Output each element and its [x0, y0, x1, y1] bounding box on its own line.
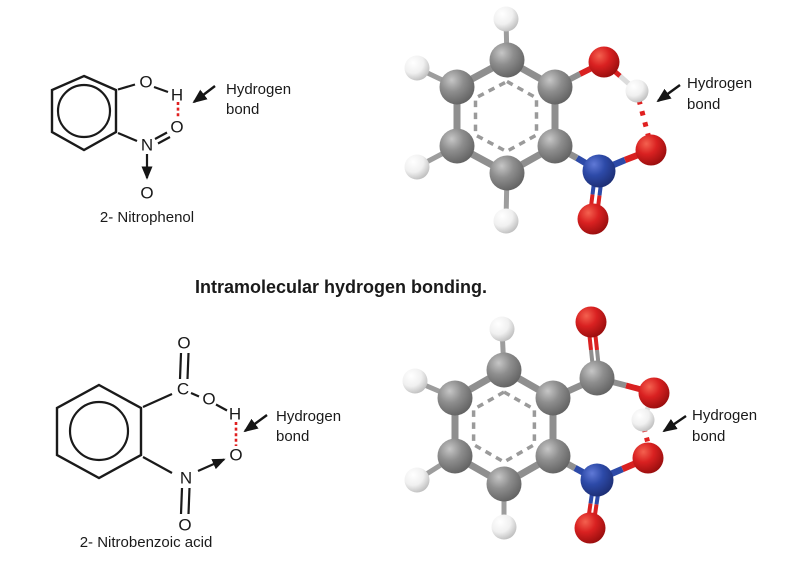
annotation-arrow — [192, 85, 216, 104]
ring-carbon-bond — [142, 392, 173, 409]
carbon-atom-sphere — [437, 438, 473, 474]
carbon-atom-sphere — [535, 380, 571, 416]
hydrogen-bond-label-line2: bond — [687, 96, 720, 113]
hydrogen-bond-label-line1: Hydrogen — [276, 408, 341, 425]
n-o-double-bond-line — [187, 487, 191, 515]
oxygen-hydrogen-bond — [153, 85, 169, 94]
ring-nitrogen-bond — [142, 456, 173, 474]
carbon-atom-sphere — [537, 128, 573, 164]
carbon-atom-sphere — [486, 466, 522, 502]
atom-label-carbon: C — [177, 380, 189, 399]
hydrogen-atom-sphere — [404, 467, 430, 493]
c-o-double-bond-line — [186, 352, 190, 380]
oxygen-atom-sphere — [632, 442, 664, 474]
carbon-atom-sphere — [486, 352, 522, 388]
hydrogen-atom-sphere — [493, 6, 519, 32]
hydrogen-atom-sphere — [631, 408, 655, 432]
atom-label-oxygen: O — [177, 334, 190, 353]
oxygen-atom-sphere — [638, 377, 670, 409]
n-o-double-bond-line — [179, 487, 184, 515]
ring-nitrogen-bond — [117, 131, 138, 143]
aromatic-dashed-ring — [473, 79, 539, 154]
oxygen-hydrogen-bond — [215, 403, 228, 412]
oxygen-atom-sphere — [588, 46, 620, 78]
annotation-arrow — [656, 84, 681, 103]
nitrobenzoic-acid-2d-structure: O C O H O N O 2- Nitrobenzoic acid — [55, 334, 243, 551]
hydrogen-atom-sphere — [625, 79, 649, 103]
oxygen-atom-sphere — [575, 306, 607, 338]
hydrogen-atom-sphere — [404, 154, 430, 180]
hydrogen-atom-sphere — [402, 368, 428, 394]
n-o-dative-arrow — [197, 458, 226, 473]
oxygen-atom-sphere — [577, 203, 609, 235]
benzene-ring-hexagon — [50, 74, 118, 152]
n-o-double-bond-line — [157, 136, 171, 145]
annotation-arrow — [662, 415, 687, 433]
hydrogen-atom-sphere — [404, 55, 430, 81]
hydrogen-bond-label-line1: Hydrogen — [687, 75, 752, 92]
atom-label-oxygen: O — [170, 118, 183, 137]
oxygen-atom-sphere — [635, 134, 667, 166]
molecule-name: 2- Nitrobenzoic acid — [80, 534, 213, 551]
atom-label-oxygen: O — [178, 516, 191, 535]
annotation-arrow — [243, 414, 268, 433]
hydrogen-bond-label-line1: Hydrogen — [226, 81, 291, 98]
hydrogen-bond-annotation: Hydrogen bond — [656, 75, 752, 113]
nitrophenol-2d-structure: O H O N O 2- Nitrophenol — [50, 73, 194, 226]
carbon-atom-sphere — [537, 69, 573, 105]
atom-label-oxygen: O — [140, 184, 153, 203]
hydrogen-atom-sphere — [489, 316, 515, 342]
benzene-ring-hexagon — [55, 383, 143, 480]
hydrogen-bond-label-line2: bond — [226, 101, 259, 118]
hydrogen-bond-label-line1: Hydrogen — [692, 407, 757, 424]
hydrogen-atom-sphere — [491, 514, 517, 540]
carbon-atom-sphere — [489, 155, 525, 191]
molecule-name: 2- Nitrophenol — [100, 209, 194, 226]
figure-caption: Intramolecular hydrogen bonding. — [195, 277, 487, 297]
carbon-atom-sphere — [439, 69, 475, 105]
aromatic-circle — [56, 83, 112, 139]
ring-oxygen-bond — [117, 83, 136, 91]
carbon-atom-sphere — [489, 42, 525, 78]
carbon-atom-sphere — [437, 380, 473, 416]
atom-label-oxygen: O — [139, 73, 152, 92]
atom-label-hydrogen: H — [171, 86, 183, 105]
nitrophenol-3d-model — [404, 6, 667, 235]
aromatic-dashed-ring — [471, 389, 537, 465]
carbon-atom-sphere — [535, 438, 571, 474]
oxygen-atom-sphere — [574, 512, 606, 544]
atom-label-nitrogen: N — [180, 469, 192, 488]
n-o-double-bond-line — [154, 131, 168, 140]
c-o-double-bond-line — [178, 352, 183, 380]
hydrogen-bond-annotation: Hydrogen bond — [662, 407, 757, 445]
hydrogen-atom-sphere — [493, 208, 519, 234]
hydrogen-bond-annotation: Hydrogen bond — [192, 81, 291, 118]
nitrogen-atom-sphere — [582, 154, 616, 188]
aromatic-circle — [68, 400, 130, 462]
hydrogen-bond-label-line2: bond — [692, 428, 725, 445]
hydrogen-bond-annotation: Hydrogen bond — [243, 408, 341, 445]
nitrogen-atom-sphere — [580, 463, 614, 497]
atom-label-nitrogen: N — [141, 136, 153, 155]
atom-label-oxygen: O — [229, 446, 242, 465]
atom-label-hydrogen: H — [229, 405, 241, 424]
nitrobenzoic-acid-3d-model — [402, 306, 670, 544]
carbon-atom-sphere — [579, 360, 615, 396]
carbon-atom-sphere — [439, 128, 475, 164]
atom-label-oxygen: O — [202, 390, 215, 409]
hydrogen-bond-dotted-line — [641, 427, 653, 452]
carbon-oxygen-bond — [190, 391, 200, 398]
hydrogen-bond-label-line2: bond — [276, 428, 309, 445]
